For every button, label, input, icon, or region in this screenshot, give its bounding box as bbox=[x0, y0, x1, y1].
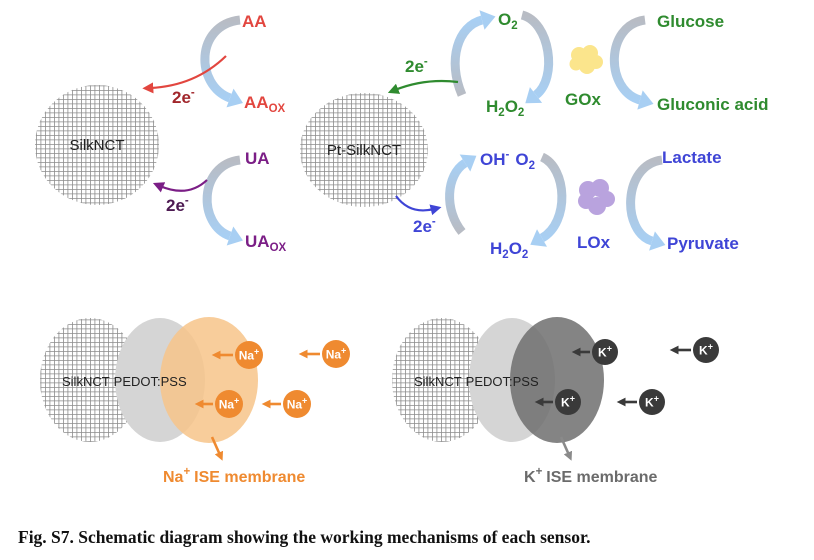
ua-electron-arrow bbox=[152, 179, 208, 193]
lactate-h2o2-arrowhead bbox=[530, 229, 547, 247]
svg-text:Na+: Na+ bbox=[287, 396, 308, 412]
pt-silknct-electrode-label: Pt-SilkNCT bbox=[327, 142, 401, 159]
aa-electrons-label: 2e- bbox=[172, 87, 195, 107]
pyruvate-product-label: Pyruvate bbox=[667, 234, 739, 253]
aa-ua-sensor: SilkNCT AA 2e- AAOX UA 2e- UAOX bbox=[35, 12, 287, 254]
svg-text:Na+: Na+ bbox=[239, 347, 260, 363]
lactate-oh-o2-label: OH-O2 bbox=[480, 149, 535, 172]
pt-silknct-electrode bbox=[300, 93, 428, 207]
sodium-membrane-label: Na+ISE membrane bbox=[163, 466, 305, 486]
glucose-substrate-label: Glucose bbox=[657, 12, 724, 31]
potassium-ion: K+ bbox=[555, 389, 581, 415]
lactate-h2o2-label: H2O2 bbox=[490, 239, 528, 261]
svg-text:Na+: Na+ bbox=[326, 346, 347, 362]
aa-reactant-label: AA bbox=[242, 12, 267, 31]
potassium-membrane-label: K+ISE membrane bbox=[524, 466, 658, 486]
lactate-o2-regeneration-arc bbox=[445, 159, 468, 235]
lactate-oxidation-arc bbox=[626, 155, 664, 246]
lox-enzyme-label: LOx bbox=[577, 233, 611, 252]
glucose-o2-reduction-arc bbox=[520, 10, 554, 99]
sodium-membrane-pointer-arrow bbox=[210, 436, 224, 461]
glucose-electrons-label: 2e- bbox=[405, 56, 428, 76]
lactate-o2-arrowhead bbox=[459, 154, 477, 172]
sodium-ion: Na+ bbox=[215, 390, 243, 418]
lactate-electrons-label: 2e- bbox=[413, 216, 436, 236]
potassium-ion: K+ bbox=[693, 337, 719, 363]
silknct-electrode bbox=[35, 85, 159, 205]
lactate-electron-arrow bbox=[395, 195, 442, 216]
sodium-ion: Na+ bbox=[235, 341, 263, 369]
sodium-ion: Na+ bbox=[283, 390, 311, 418]
glucose-electron-arrow bbox=[387, 79, 459, 94]
aa-product-label: AAOX bbox=[244, 93, 286, 115]
ua-product-label: UAOX bbox=[245, 232, 287, 254]
glucose-o2-regeneration-arc bbox=[450, 15, 484, 97]
svg-text:K+: K+ bbox=[645, 394, 659, 410]
lactate-oxidation-arrowhead bbox=[649, 231, 666, 251]
silknct-electrode-label: SilkNCT bbox=[70, 137, 125, 154]
aa-electron-arrow bbox=[142, 55, 227, 94]
lox-enzyme-blob bbox=[578, 179, 615, 215]
sodium-silknct-layer bbox=[40, 318, 140, 442]
svg-text:K+: K+ bbox=[561, 394, 575, 410]
potassium-ion: K+ bbox=[639, 389, 665, 415]
potassium-membrane-pointer-arrow bbox=[559, 436, 573, 461]
potassium-silknct-layer bbox=[392, 318, 492, 442]
svg-text:K+: K+ bbox=[699, 342, 713, 358]
svg-text:K+: K+ bbox=[598, 344, 612, 360]
glucose-oxidation-arrowhead bbox=[637, 90, 654, 110]
gox-enzyme-label: GOx bbox=[565, 90, 601, 109]
lactate-substrate-label: Lactate bbox=[662, 148, 722, 167]
aa-oxidation-arc bbox=[200, 15, 241, 103]
gox-enzyme-blob bbox=[569, 45, 603, 74]
aa-oxidation-arrowhead bbox=[226, 88, 243, 108]
glucose-oxidation-arc bbox=[609, 15, 647, 105]
ua-electrons-label: 2e- bbox=[166, 195, 189, 215]
glucose-h2o2-arrowhead bbox=[525, 87, 543, 104]
glucose-lactate-sensor: Pt-SilkNCT O2 2e- H2O2 GOx Glucose Gluco… bbox=[300, 10, 768, 261]
ua-oxidation-arrowhead bbox=[226, 226, 243, 246]
potassium-ion: K+ bbox=[592, 339, 618, 365]
figure-caption: Fig. S7. Schematic diagram showing the w… bbox=[18, 527, 590, 547]
lactate-o2-reduction-arc bbox=[539, 152, 567, 242]
svg-text:Na+: Na+ bbox=[219, 396, 240, 412]
glucose-h2o2-label: H2O2 bbox=[486, 97, 524, 119]
glucose-o2-arrowhead bbox=[479, 10, 496, 30]
gluconic-acid-product-label: Gluconic acid bbox=[657, 95, 768, 114]
ua-oxidation-arc bbox=[202, 155, 241, 241]
sodium-ion: Na+ bbox=[322, 340, 350, 368]
ua-reactant-label: UA bbox=[245, 149, 270, 168]
glucose-o2-label: O2 bbox=[498, 10, 518, 32]
